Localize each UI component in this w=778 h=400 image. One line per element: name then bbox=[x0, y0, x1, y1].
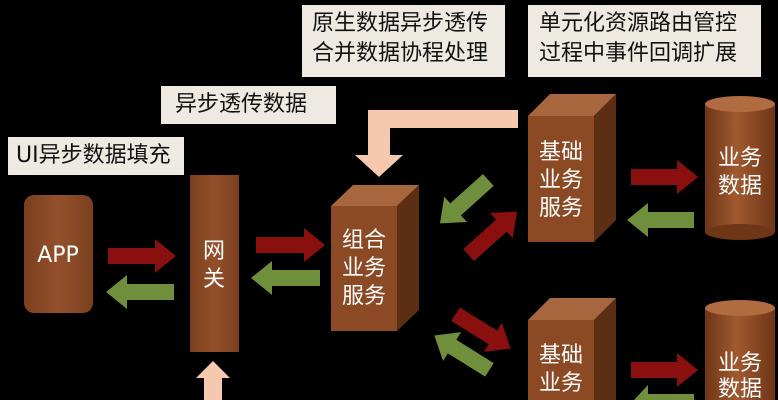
note-unit-routing: 单元化资源路由管控 过程中事件回调扩展 bbox=[528, 5, 761, 77]
basic-service-top-box bbox=[528, 94, 616, 242]
note-unit-routing-line1: 单元化资源路由管控 bbox=[539, 11, 738, 36]
note-ui-async-fill-text: UI异步数据填充 bbox=[16, 143, 171, 168]
left-arrow-icon bbox=[439, 173, 494, 224]
app-label: APP bbox=[37, 243, 79, 268]
right-arrow-icon bbox=[256, 228, 325, 262]
gateway-label-2: 关 bbox=[203, 267, 225, 292]
note-unit-routing-line2: 过程中事件回调扩展 bbox=[539, 41, 738, 66]
basic-bottom-label-1: 基础 bbox=[539, 343, 583, 368]
note-ui-async-fill: UI异步数据填充 bbox=[8, 137, 184, 175]
left-arrow-icon bbox=[251, 261, 320, 295]
data-bottom-label-2: 数据 bbox=[718, 377, 762, 400]
note-native-async-line2: 合并数据协程处理 bbox=[312, 41, 489, 66]
business-data-top-cylinder bbox=[705, 96, 775, 240]
left-arrow-icon bbox=[627, 203, 694, 237]
left-arrow-icon bbox=[434, 332, 494, 377]
bent-arrow-icon bbox=[355, 110, 518, 177]
basic-bottom-label-2: 业务 bbox=[539, 371, 583, 396]
left-arrow-icon bbox=[634, 385, 694, 400]
data-top-label-1: 业务 bbox=[718, 146, 762, 171]
data-top-label-2: 数据 bbox=[718, 174, 762, 199]
up-arrow-icon bbox=[196, 361, 230, 400]
combine-label-3: 服务 bbox=[342, 284, 386, 309]
left-arrow-icon bbox=[106, 275, 174, 309]
right-arrow-icon bbox=[631, 353, 698, 387]
note-native-async: 原生数据异步透传 合并数据协程处理 bbox=[302, 5, 505, 77]
data-bottom-label-1: 业务 bbox=[718, 351, 762, 376]
combine-label-1: 组合 bbox=[342, 228, 386, 253]
note-async-transfer: 异步透传数据 bbox=[161, 86, 336, 124]
basic-top-label-3: 服务 bbox=[539, 196, 583, 221]
combine-service-box bbox=[331, 185, 419, 331]
right-arrow-icon bbox=[451, 307, 511, 352]
basic-top-label-2: 业务 bbox=[539, 168, 583, 193]
note-native-async-line1: 原生数据异步透传 bbox=[312, 11, 489, 36]
app-box bbox=[24, 195, 93, 313]
right-arrow-icon bbox=[463, 211, 518, 262]
gateway-box bbox=[190, 175, 239, 352]
combine-label-2: 业务 bbox=[342, 256, 386, 281]
gateway-label-1: 网 bbox=[203, 239, 225, 264]
business-data-bottom-cylinder bbox=[705, 300, 775, 400]
note-async-transfer-text: 异步透传数据 bbox=[175, 92, 308, 117]
right-arrow-icon bbox=[631, 160, 698, 194]
basic-top-label-1: 基础 bbox=[539, 140, 583, 165]
basic-service-bottom-box bbox=[528, 298, 616, 400]
right-arrow-icon bbox=[108, 239, 176, 273]
